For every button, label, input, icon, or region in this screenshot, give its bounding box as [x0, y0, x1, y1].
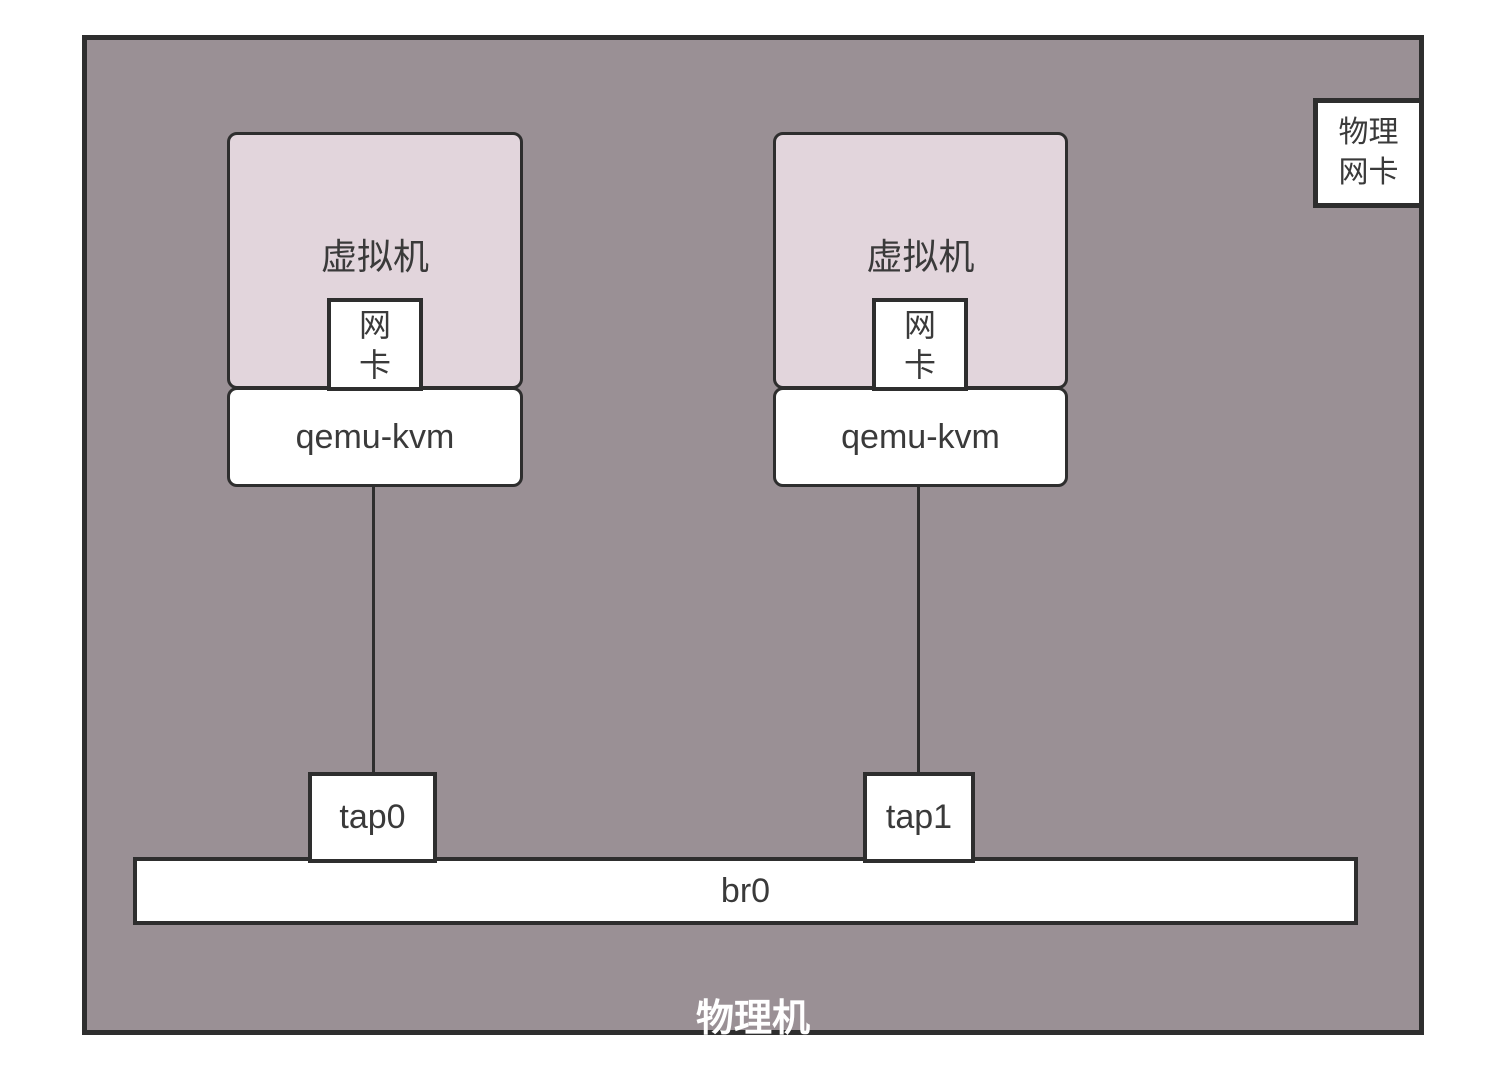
vm1-nic-box: 网 卡	[327, 298, 423, 391]
physical-host-label: 物理机	[695, 998, 810, 1040]
vm2-label: 虚拟机	[866, 236, 975, 277]
vm2-tap-connector-line	[917, 485, 920, 776]
vm2-nic-box: 网 卡	[872, 298, 968, 391]
vm1-tap-connector-line	[372, 485, 375, 776]
vm1-hypervisor-box: qemu-kvm	[227, 387, 523, 487]
tap1-box: tap1	[863, 772, 975, 863]
vm2-hypervisor-box: qemu-kvm	[773, 387, 1068, 487]
bridge-br0-bar: br0	[133, 857, 1358, 925]
vm1-label: 虚拟机	[320, 236, 429, 277]
tap0-box: tap0	[308, 772, 437, 863]
physical-nic-box: 物理 网卡	[1313, 98, 1424, 208]
